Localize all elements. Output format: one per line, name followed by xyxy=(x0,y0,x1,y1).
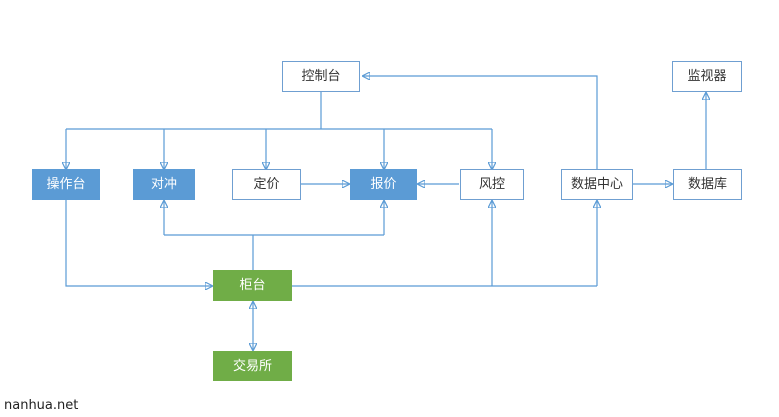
node-quote: 报价 xyxy=(350,169,417,200)
watermark-text: nanhua.net xyxy=(4,398,79,413)
node-operator: 操作台 xyxy=(32,169,100,200)
node-database: 数据库 xyxy=(673,169,742,200)
node-datacenter: 数据中心 xyxy=(561,169,633,200)
node-hedge: 对冲 xyxy=(133,169,195,200)
edge-operator-to-counter xyxy=(65,199,212,286)
node-monitor: 监视器 xyxy=(672,61,742,92)
node-risk: 风控 xyxy=(460,169,524,200)
node-control: 控制台 xyxy=(282,61,360,92)
node-pricing: 定价 xyxy=(232,169,301,200)
node-exchange: 交易所 xyxy=(213,351,292,381)
edge-datacenter-to-control xyxy=(363,76,598,169)
node-counter: 柜台 xyxy=(213,270,292,301)
